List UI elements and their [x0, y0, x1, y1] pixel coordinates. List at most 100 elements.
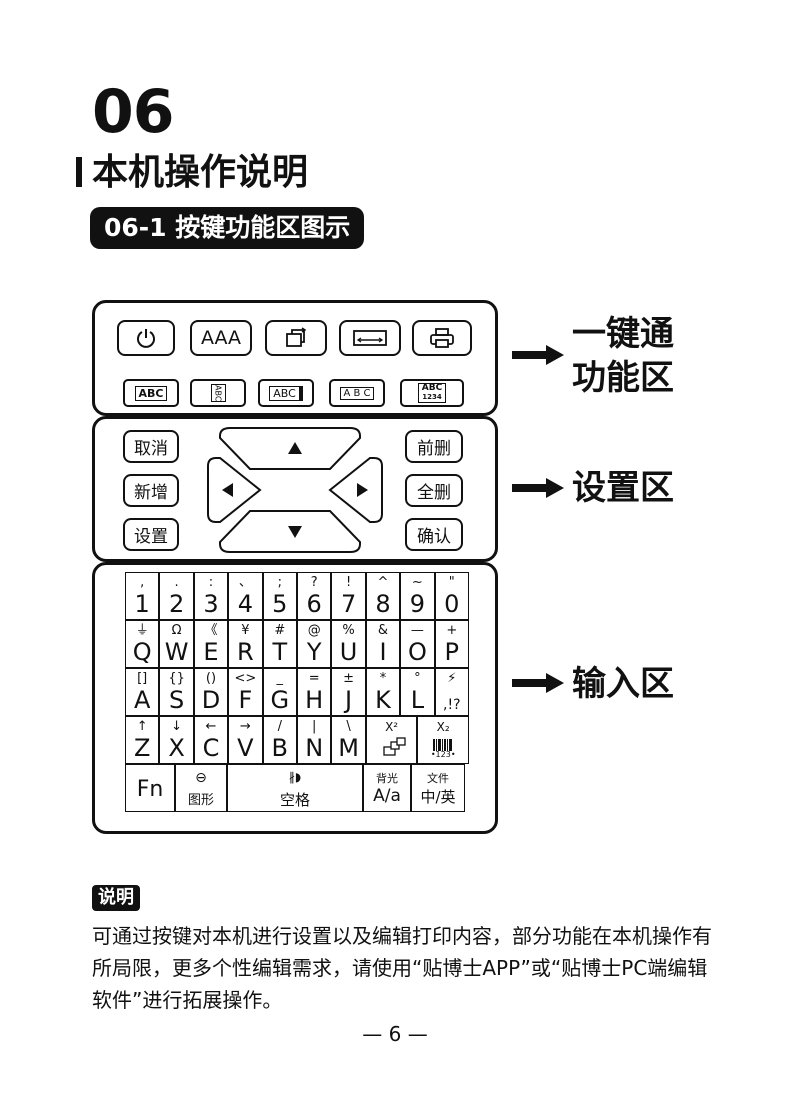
cancel-label: 取消 [134, 439, 168, 459]
label-mode-key-1[interactable]: ABC [123, 379, 179, 407]
section-title: 06-1 按键功能区图示 [90, 207, 365, 249]
label-mode-key-5[interactable]: ABC 1234 [400, 379, 464, 407]
key-symbol: 《 [204, 623, 218, 638]
space-key[interactable]: ∦◗空格 [227, 764, 363, 812]
backlight-label: A/a [373, 786, 401, 806]
label-mode-key-4[interactable]: A B C [329, 379, 385, 407]
region-label-one-key-line1: 一键通 [572, 314, 674, 354]
key-symbol: ° [414, 671, 421, 686]
clear-all-key[interactable]: 全删 [405, 474, 463, 507]
key-z[interactable]: ↑Z [125, 716, 160, 764]
key-y[interactable]: @Y [297, 620, 332, 668]
power-key[interactable] [117, 320, 175, 356]
key-8[interactable]: ^8 [365, 572, 401, 620]
key-f[interactable]: <>F [228, 668, 263, 716]
key-symbol: ↓ [171, 719, 183, 734]
region-label-settings: 设置区 [572, 468, 674, 508]
barcode-key[interactable]: X₂•123• [417, 716, 469, 764]
region-label-one-key-line2: 功能区 [572, 358, 674, 398]
key-o[interactable]: —O [400, 620, 435, 668]
vertical-abc-icon: ABCABC [210, 384, 226, 402]
key-6[interactable]: ?6 [297, 572, 332, 620]
key-h[interactable]: =H [297, 668, 332, 716]
key-n[interactable]: |N [297, 716, 332, 764]
key-r[interactable]: ¥R [228, 620, 263, 668]
settings-key[interactable]: 设置 [123, 518, 179, 551]
key-symbol: ~ [411, 575, 423, 590]
key-symbol: ← [205, 719, 217, 734]
key-c[interactable]: ←C [193, 716, 229, 764]
font-size-key[interactable]: AAA [190, 320, 252, 356]
label-mode-key-2[interactable]: ABCABC [190, 379, 246, 407]
key-a[interactable]: []A [125, 668, 160, 716]
key-symbol: [] [137, 671, 148, 686]
key-g[interactable]: _G [262, 668, 297, 716]
cable-label-icon: ABC [269, 385, 303, 401]
key-s[interactable]: {}S [159, 668, 194, 716]
key-j[interactable]: ±J [331, 668, 366, 716]
key-symbol: . [174, 575, 179, 590]
cancel-key[interactable]: 取消 [123, 430, 179, 463]
key-label: J [345, 686, 353, 714]
key-k[interactable]: *K [365, 668, 401, 716]
key-i[interactable]: &I [365, 620, 401, 668]
rotate-key[interactable] [265, 320, 327, 356]
key-4[interactable]: 、4 [228, 572, 263, 620]
length-key[interactable] [339, 320, 401, 356]
file-lang-key[interactable]: 文件中/英 [411, 764, 465, 812]
label-mode-key-3[interactable]: ABC [258, 379, 314, 407]
shape-key[interactable]: ⊖图形 [175, 764, 227, 812]
new-key[interactable]: 新增 [123, 474, 179, 507]
key-3[interactable]: :3 [193, 572, 229, 620]
serial-abc-icon: ABC 1234 [417, 383, 447, 403]
key-2[interactable]: .2 [159, 572, 194, 620]
key-label: A [133, 686, 151, 714]
key-5[interactable]: ;5 [262, 572, 297, 620]
page-number: — 6 — [362, 1022, 428, 1046]
arrow-right-icon [512, 345, 564, 365]
key-e[interactable]: 《E [193, 620, 229, 668]
backspace-key[interactable]: 前删 [405, 430, 463, 463]
key-symbol: ? [310, 575, 318, 590]
key-7[interactable]: !7 [331, 572, 366, 620]
confirm-key[interactable]: 确认 [405, 518, 463, 551]
right-key[interactable] [328, 457, 383, 523]
key-label: ,!? [443, 697, 461, 713]
key-0[interactable]: "0 [434, 572, 469, 620]
key-9[interactable]: ~9 [400, 572, 435, 620]
key-b[interactable]: /B [262, 716, 297, 764]
key-u[interactable]: %U [331, 620, 366, 668]
key-label: S [168, 686, 185, 714]
key-p[interactable]: +P [434, 620, 469, 668]
key-v[interactable]: →V [228, 716, 263, 764]
key-symbol: ¥ [241, 623, 250, 638]
key-1[interactable]: ,1 [125, 572, 160, 620]
key-t[interactable]: #T [262, 620, 297, 668]
key-label: 1 [134, 590, 150, 618]
key-label: 8 [375, 590, 391, 618]
key-x[interactable]: ↓X [159, 716, 194, 764]
key-m[interactable]: \M [331, 716, 366, 764]
key-label: 3 [203, 590, 219, 618]
key-d[interactable]: ()D [193, 668, 229, 716]
key-label: 5 [272, 590, 288, 618]
fn-key[interactable]: Fn [125, 764, 175, 812]
print-key[interactable] [412, 320, 472, 356]
up-key[interactable] [219, 427, 361, 470]
key-symbol: ! [345, 575, 352, 590]
key-symbol: , [140, 575, 145, 590]
key-l[interactable]: °L [400, 668, 435, 716]
key-q[interactable]: ⏚Q [125, 620, 160, 668]
down-key[interactable] [219, 510, 361, 553]
function-panel: AAA ABC ABCABC ABC A B C ABC 1234 [92, 300, 498, 416]
key-label: 6 [306, 590, 322, 618]
key-punct[interactable]: ⚡,!? [434, 668, 469, 716]
key-symbol: {} [168, 671, 185, 686]
left-key[interactable] [207, 457, 262, 523]
superscript-key[interactable]: X² [365, 716, 418, 764]
abc-box: ABC [134, 385, 168, 401]
key-label: 9 [409, 590, 426, 618]
